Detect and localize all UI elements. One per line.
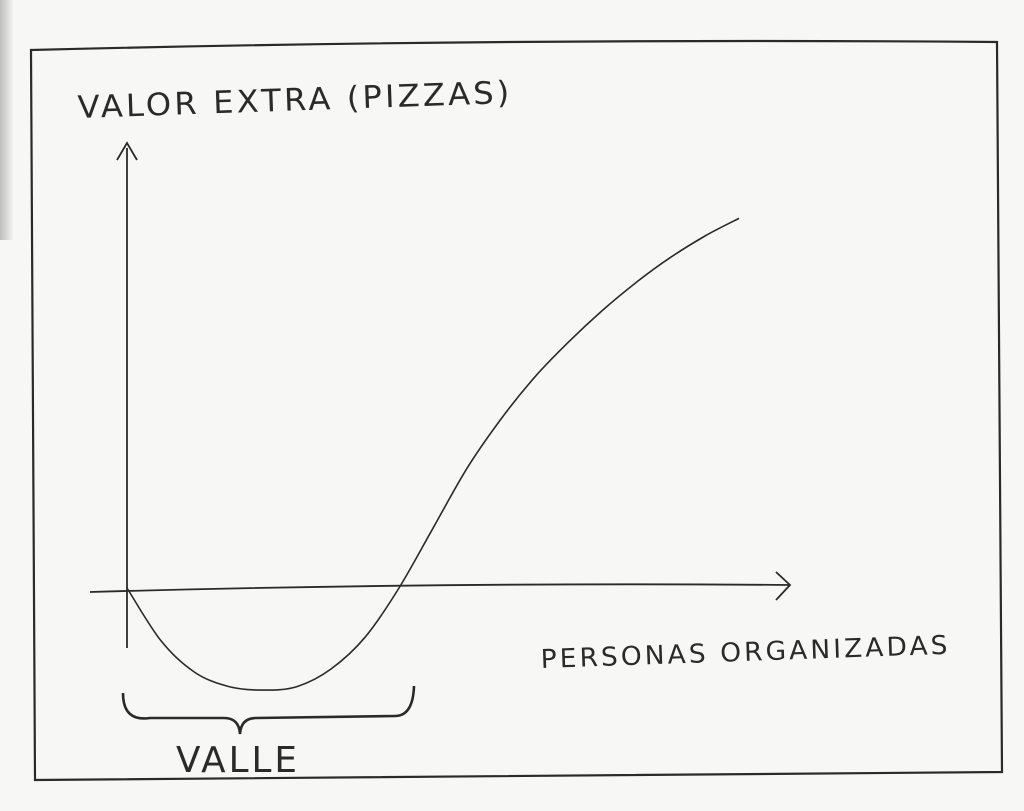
- x-axis: [89, 583, 791, 593]
- page-shadow: [0, 0, 14, 240]
- series-line: [126, 217, 740, 691]
- x-axis-arrowhead: [775, 571, 792, 601]
- frame-border: [29, 39, 1004, 782]
- valley-label: VALLE: [176, 740, 300, 781]
- x-axis-label: PERSONAS ORGANIZADAS: [540, 631, 951, 675]
- valley-brace: [121, 685, 416, 735]
- y-axis-arrowhead: [116, 141, 138, 161]
- y-axis-label: VALOR EXTRA (PIZZAS): [77, 75, 513, 126]
